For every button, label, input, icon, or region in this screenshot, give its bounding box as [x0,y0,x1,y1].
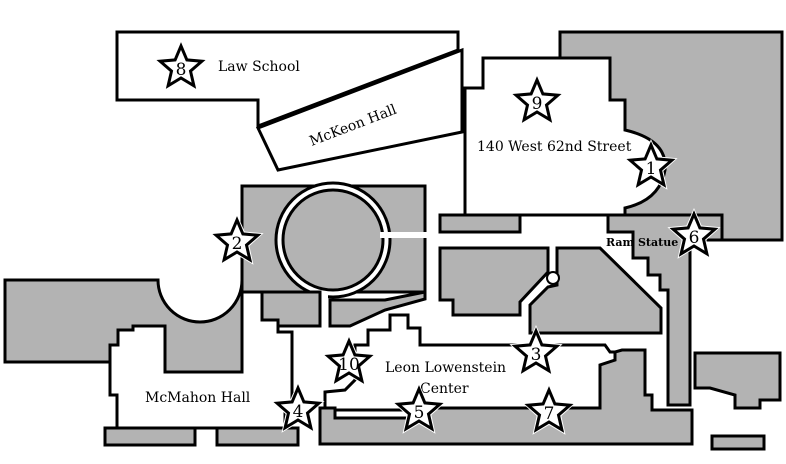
path-gap [320,294,328,328]
marker-10[interactable]: 10 [322,335,376,386]
marker-1[interactable]: 1 [624,139,678,190]
star-icon [324,337,374,384]
path-gap [380,232,428,238]
marker-number: 9 [532,94,543,114]
building-south-mcmahon-east[interactable] [215,426,300,447]
marker-number: 8 [176,60,187,80]
building-law-school[interactable] [115,30,460,129]
building-rotunda-southeast[interactable] [328,290,427,328]
star-icon [212,216,262,263]
star-icon [524,386,574,433]
marker-number: 10 [338,355,360,375]
marker-number: 5 [414,403,425,423]
building-central-west[interactable] [438,246,550,317]
star-icon [669,210,719,257]
building-southeast[interactable] [693,351,782,410]
label-law-school: Law School [218,59,300,75]
label-lowenstein-center: Center [420,381,469,397]
building-strip[interactable] [438,213,522,234]
label-140-west-62nd: 140 West 62nd Street [477,139,632,155]
marker-8[interactable]: 8 [154,40,208,91]
building-central-east[interactable] [528,246,663,335]
star-icon [626,141,676,188]
marker-3[interactable]: 3 [509,325,563,376]
star-icon [273,384,323,431]
marker-5[interactable]: 5 [392,383,446,434]
label-ram-statue: Ram Statue [606,236,678,249]
building-south-mcmahon-west[interactable] [103,426,197,447]
marker-number: 6 [689,228,700,248]
star-icon [511,327,561,374]
label-lowenstein: Leon Lowenstein [385,360,506,376]
marker-2[interactable]: 2 [210,214,264,265]
star-icon [156,42,206,89]
path-node [546,271,560,285]
star-icon [394,385,444,432]
marker-number: 7 [544,404,555,424]
rotunda[interactable] [281,188,385,292]
marker-9[interactable]: 9 [510,74,564,125]
marker-6[interactable]: 6 [667,208,721,259]
marker-number: 1 [646,159,657,179]
building-mcmahon-hall[interactable] [108,290,294,430]
marker-number: 3 [531,345,542,365]
star-icon [512,76,562,123]
building-southeast-small[interactable] [710,434,766,451]
label-mcmahon-hall: McMahon Hall [145,390,251,406]
marker-4[interactable]: 4 [271,382,325,433]
marker-number: 2 [232,234,243,254]
building-lowenstein-center[interactable] [323,313,624,412]
building-mckeon-hall[interactable] [255,47,464,172]
marker-7[interactable]: 7 [522,384,576,435]
marker-number: 4 [293,402,304,422]
